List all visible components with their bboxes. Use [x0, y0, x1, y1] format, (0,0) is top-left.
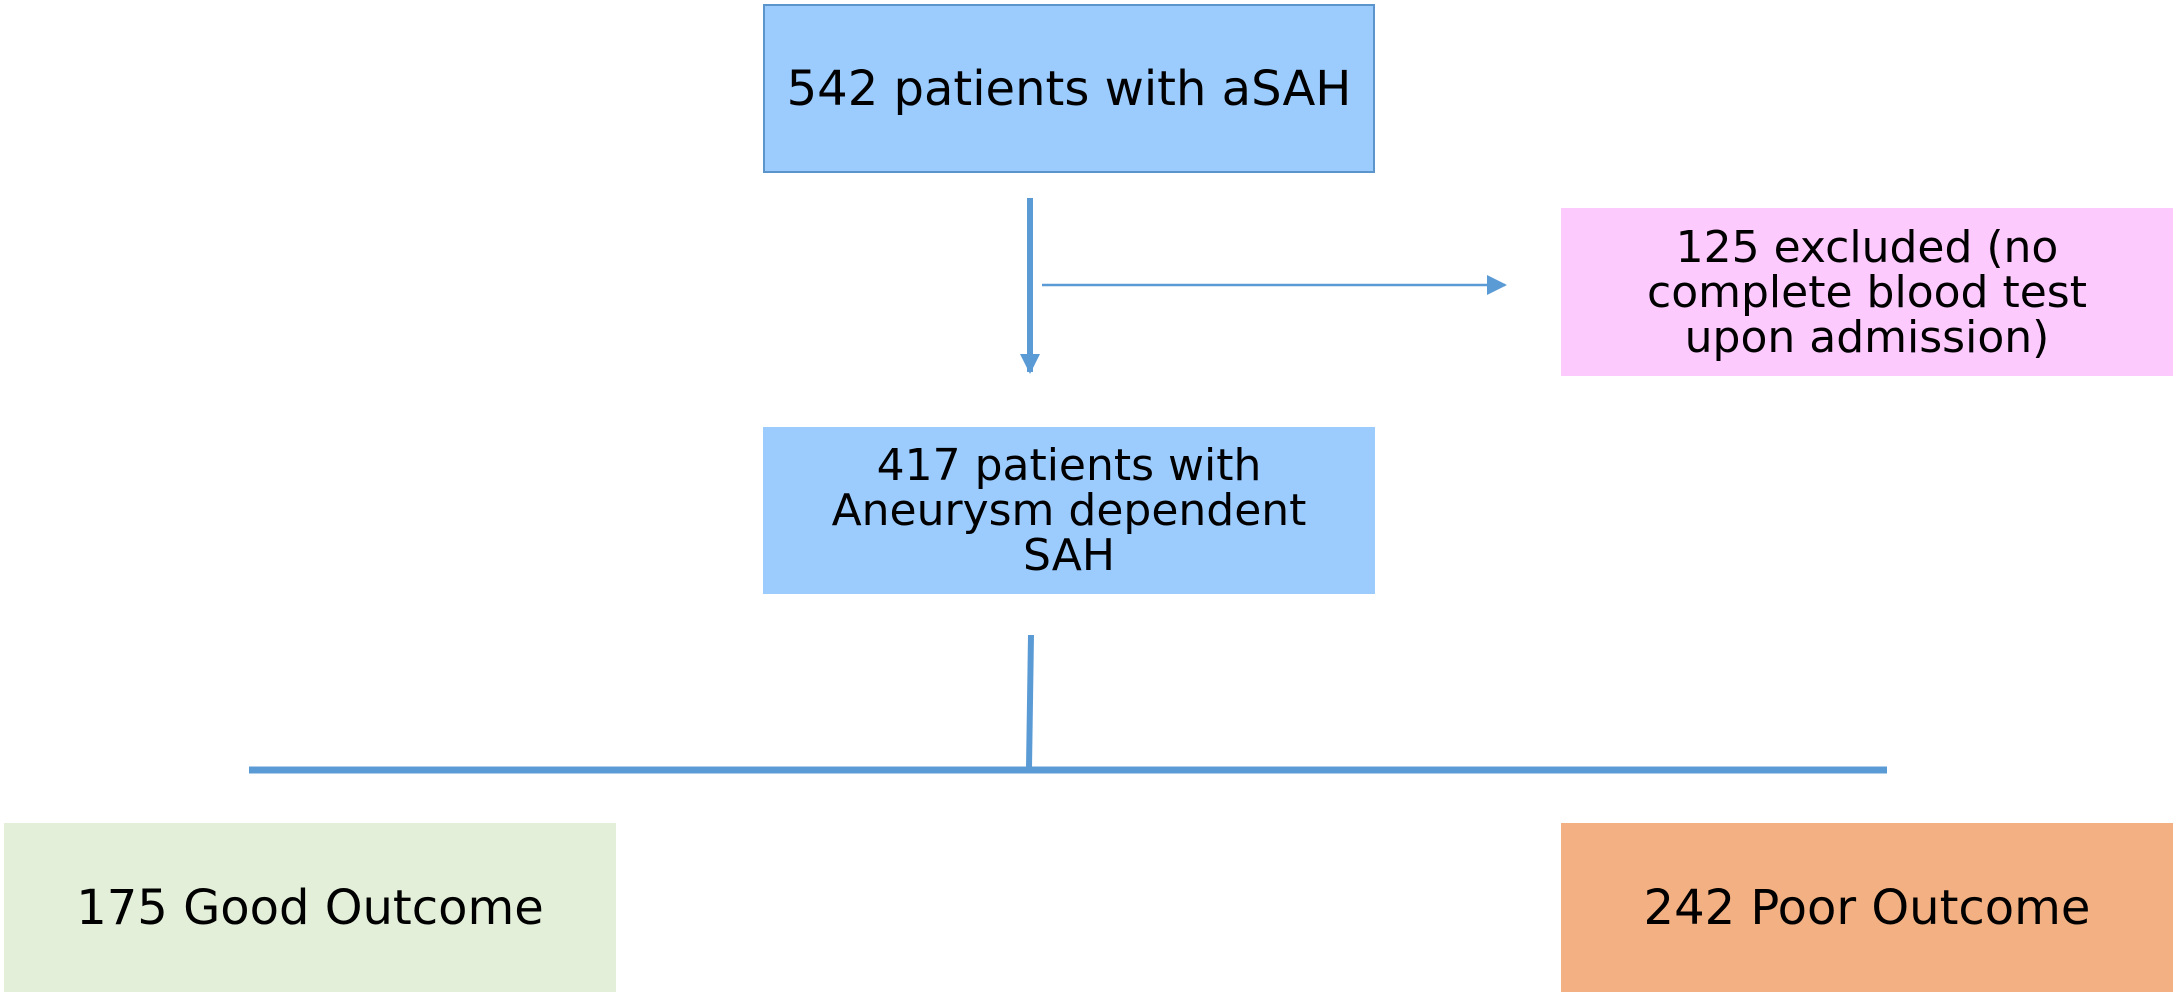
included-patients-box: 417 patients with Aneurysm dependent SAH: [763, 427, 1375, 594]
poor-outcome-box: 242 Poor Outcome: [1561, 823, 2173, 992]
good-outcome-label: 175 Good Outcome: [76, 879, 544, 936]
poor-outcome-label: 242 Poor Outcome: [1643, 879, 2091, 936]
good-outcome-box: 175 Good Outcome: [4, 823, 616, 992]
included-patients-label: 417 patients with Aneurysm dependent SAH: [831, 440, 1307, 581]
excluded-patients-box: 125 excluded (no complete blood test upo…: [1561, 208, 2173, 376]
total-patients-label: 542 patients with aSAH: [786, 60, 1352, 117]
total-patients-box: 542 patients with aSAH: [763, 4, 1375, 173]
excluded-patients-label: 125 excluded (no complete blood test upo…: [1647, 221, 2087, 363]
connector-included-stem: [1026, 634, 1034, 769]
